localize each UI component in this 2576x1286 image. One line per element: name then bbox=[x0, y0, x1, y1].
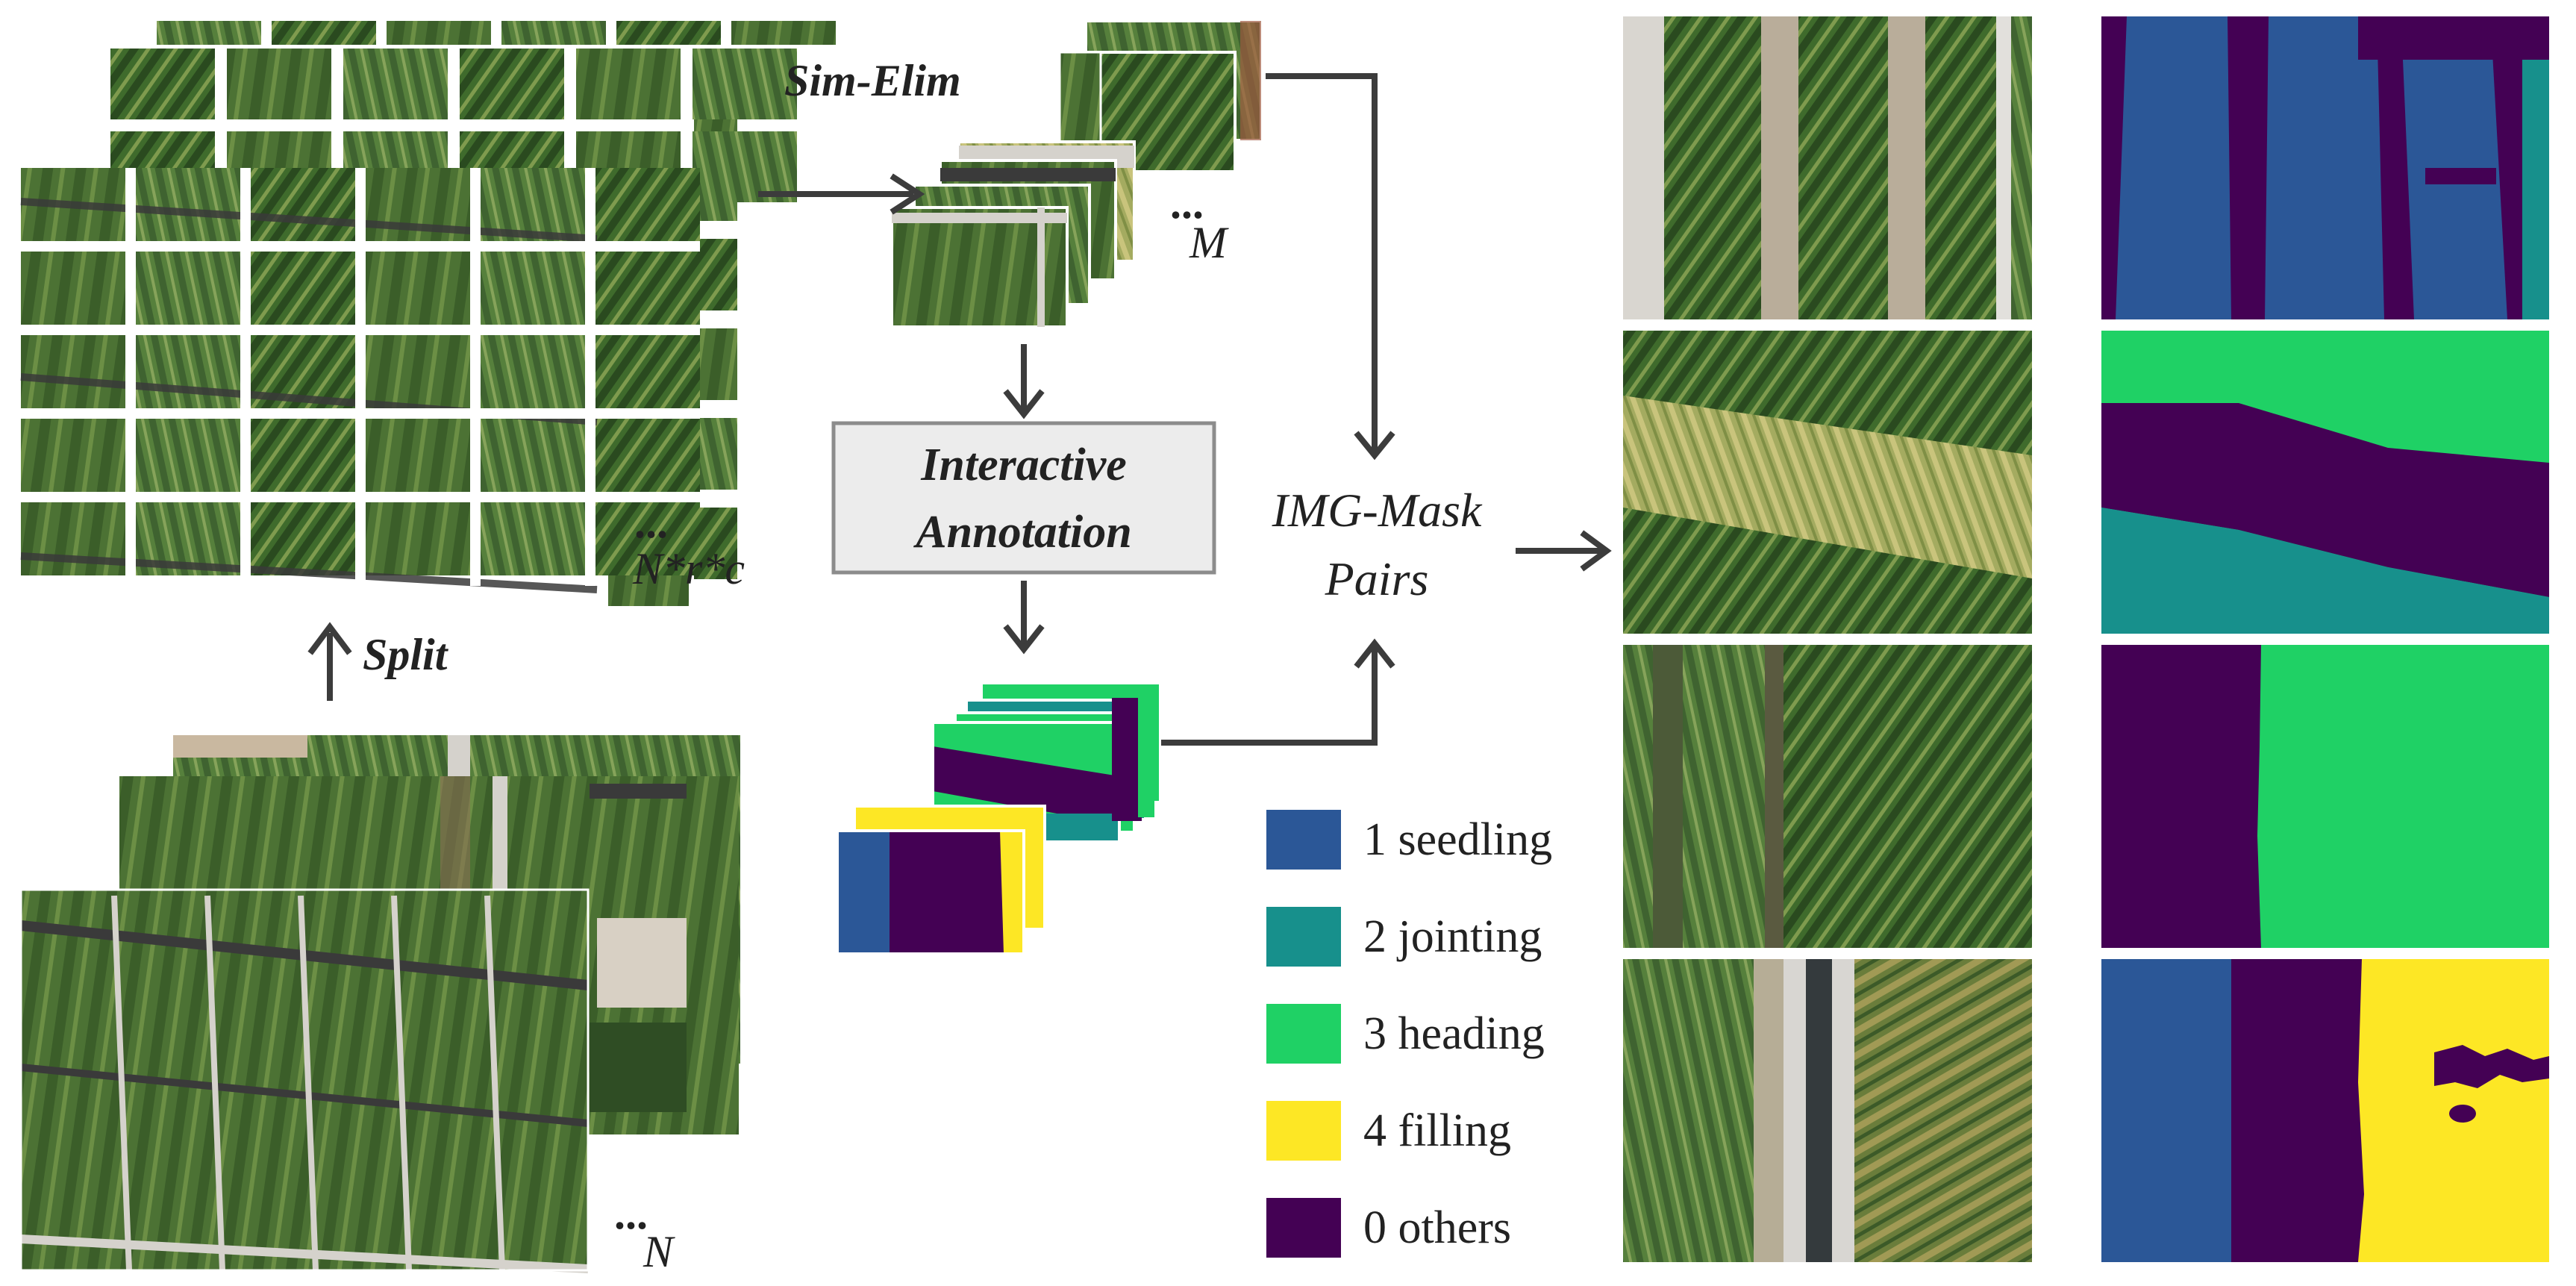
split-tile bbox=[595, 252, 700, 325]
split-tile bbox=[481, 252, 585, 325]
ellipsis-selected: ... bbox=[1170, 178, 1204, 228]
pair-4-mask bbox=[2101, 959, 2549, 1262]
split-tile bbox=[251, 419, 355, 492]
split-tile bbox=[366, 419, 470, 492]
n-rc-label: N*r*c bbox=[632, 544, 745, 593]
interactive-annotation-label-line1: Interactive bbox=[920, 440, 1127, 490]
flow-arrows bbox=[307, 73, 1612, 746]
original-images-stack bbox=[19, 735, 740, 1273]
arrow-to-annotation bbox=[1003, 344, 1045, 419]
split-tile bbox=[21, 252, 125, 325]
legend: 1 seedling 2 jointing 3 heading 4 filling 0 … bbox=[1266, 810, 1552, 1258]
split-tile bbox=[731, 21, 836, 45]
legend-swatch-0 bbox=[1266, 1198, 1341, 1258]
legend-swatch-1 bbox=[1266, 810, 1341, 870]
split-tile bbox=[251, 168, 355, 241]
split-tile bbox=[251, 252, 355, 325]
split-label: Split bbox=[363, 630, 449, 679]
legend-label-4: 4 filling bbox=[1363, 1105, 1511, 1156]
split-tile bbox=[343, 49, 448, 119]
img-mask-pairs-label-line1: IMG-Mask bbox=[1272, 484, 1483, 537]
split-tile bbox=[694, 508, 737, 579]
split-tile bbox=[387, 21, 491, 45]
ellipsis-original: ... bbox=[614, 1189, 648, 1238]
split-tile bbox=[136, 252, 240, 325]
split-tile bbox=[136, 419, 240, 492]
split-tile bbox=[595, 168, 700, 241]
pair-4-image bbox=[1623, 959, 2032, 1262]
pair-1-image bbox=[1623, 16, 2032, 319]
interactive-annotation-label-line2: Annotation bbox=[913, 507, 1131, 558]
n-label: N bbox=[643, 1227, 675, 1276]
ellipsis-split: ... bbox=[634, 498, 668, 547]
split-tile bbox=[616, 21, 721, 45]
split-tile bbox=[694, 328, 737, 400]
split-tile bbox=[693, 131, 797, 202]
split-tile bbox=[227, 49, 331, 119]
legend-swatch-4 bbox=[1266, 1101, 1341, 1161]
original-image-front bbox=[19, 888, 590, 1273]
split-tile bbox=[366, 335, 470, 408]
split-tile bbox=[694, 418, 737, 490]
arrow-to-masks bbox=[1003, 581, 1045, 655]
legend-label-1: 1 seedling bbox=[1363, 814, 1552, 865]
pair-1-mask bbox=[2101, 16, 2549, 319]
split-tile bbox=[481, 502, 585, 575]
annotated-masks-stack bbox=[836, 681, 1162, 955]
interactive-annotation-box bbox=[831, 421, 1216, 575]
legend-swatch-3 bbox=[1266, 1004, 1341, 1064]
legend-label-0: 0 others bbox=[1363, 1202, 1511, 1253]
split-tile bbox=[460, 49, 564, 119]
split-tile bbox=[110, 49, 215, 119]
split-tile bbox=[595, 419, 700, 492]
sim-elim-label: Sim-Elim bbox=[784, 56, 961, 105]
legend-label-2: 2 jointing bbox=[1363, 911, 1542, 962]
split-tile bbox=[366, 252, 470, 325]
split-tile bbox=[21, 419, 125, 492]
split-tile bbox=[157, 21, 261, 45]
split-tile bbox=[481, 335, 585, 408]
img-mask-pairs bbox=[1623, 16, 2549, 1262]
split-tile bbox=[251, 502, 355, 575]
pair-2-image bbox=[1623, 331, 2032, 634]
split-tile bbox=[481, 419, 585, 492]
legend-swatch-2 bbox=[1266, 907, 1341, 967]
split-tile bbox=[272, 21, 376, 45]
arrow-selected-to-pairs bbox=[1266, 73, 1395, 461]
split-tile bbox=[693, 49, 797, 119]
split-tiles-stack bbox=[20, 21, 836, 606]
pair-2-mask bbox=[2101, 331, 2549, 634]
arrow-split-up bbox=[307, 622, 352, 701]
split-tile bbox=[576, 49, 681, 119]
pair-3-mask bbox=[2101, 645, 2549, 948]
arrow-masks-to-pairs bbox=[1161, 638, 1395, 746]
split-tile bbox=[595, 335, 700, 408]
split-tile bbox=[136, 168, 240, 241]
legend-label-3: 3 heading bbox=[1363, 1008, 1545, 1059]
img-mask-pairs-label-line2: Pairs bbox=[1325, 552, 1429, 605]
split-tile bbox=[366, 502, 470, 575]
arrow-pairs-to-output bbox=[1516, 530, 1612, 572]
split-tile bbox=[694, 239, 737, 310]
arrow-sim-elim bbox=[758, 173, 925, 215]
split-tile bbox=[21, 335, 125, 408]
selected-tiles-stack bbox=[890, 19, 1263, 328]
split-tile bbox=[136, 335, 240, 408]
split-tile bbox=[595, 502, 700, 575]
m-label: M bbox=[1189, 218, 1229, 267]
pair-3-image bbox=[1623, 645, 2032, 948]
split-tile bbox=[501, 21, 606, 45]
